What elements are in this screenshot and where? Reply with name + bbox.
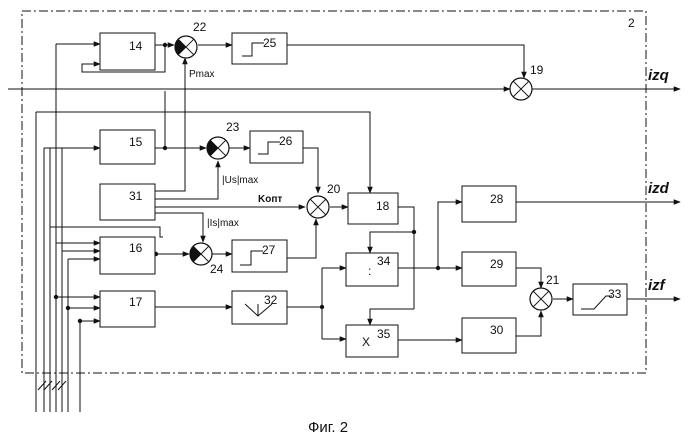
svg-text:X: X	[362, 335, 370, 349]
svg-text:26: 26	[279, 134, 293, 148]
unit-frame-label: 2	[628, 16, 635, 30]
svg-text:31: 31	[129, 189, 143, 203]
svg-text:22: 22	[193, 20, 207, 34]
svg-text:33: 33	[608, 287, 622, 301]
svg-text:19: 19	[530, 63, 544, 77]
figure-caption: Фиг. 2	[308, 419, 348, 436]
svg-text:32: 32	[264, 293, 278, 307]
svg-text:24: 24	[210, 262, 224, 276]
signal-k-opt: Kопт	[258, 194, 282, 205]
svg-text:17: 17	[129, 295, 143, 309]
block-33-limiter: 33	[573, 284, 627, 315]
svg-text:28: 28	[490, 192, 504, 206]
junction-24: 24	[190, 243, 224, 276]
block-28: 28	[462, 186, 516, 222]
block-34-divider: : 34	[346, 253, 398, 286]
svg-text:27: 27	[262, 243, 276, 257]
output-izd: izd	[648, 180, 670, 197]
block-17: 17	[100, 291, 155, 327]
junction-19: 19	[510, 63, 544, 100]
svg-text:20: 20	[327, 182, 341, 196]
svg-text:34: 34	[377, 254, 391, 268]
svg-text:25: 25	[263, 36, 277, 50]
svg-text:30: 30	[490, 323, 504, 337]
block-26-limiter: 26	[250, 131, 303, 163]
block-18: 18	[348, 193, 398, 224]
svg-text::: :	[368, 264, 371, 278]
junction-21: 21	[530, 273, 560, 310]
block-32-function: 32	[232, 291, 287, 324]
svg-text:18: 18	[376, 199, 390, 213]
junction-20: 20	[307, 182, 341, 218]
junction-22: 22	[175, 20, 207, 58]
block-15: 15	[100, 130, 155, 164]
signal-is-max: |Is|max	[207, 218, 239, 229]
output-izq: izq	[648, 67, 669, 84]
block-27-limiter: 27	[232, 240, 287, 272]
block-14: 14	[100, 33, 155, 70]
junction-23: 23	[207, 120, 240, 159]
output-izf: izf	[648, 277, 667, 294]
svg-text:23: 23	[226, 120, 240, 134]
block-25-limiter: 25	[232, 33, 287, 64]
svg-text:35: 35	[377, 327, 391, 341]
signal-p-max: Pmax	[189, 69, 215, 80]
block-16: 16	[100, 237, 155, 274]
signal-us-max: |Us|max	[222, 175, 258, 186]
block-30: 30	[462, 318, 516, 353]
block-35-multiplier: X 35	[346, 325, 398, 357]
svg-text:15: 15	[129, 135, 143, 149]
svg-text:16: 16	[129, 241, 143, 255]
block-29: 29	[462, 252, 516, 286]
svg-text:14: 14	[129, 39, 143, 53]
svg-text:21: 21	[546, 273, 560, 287]
signal-lines	[8, 44, 680, 412]
svg-text:29: 29	[490, 257, 504, 271]
block-31: 31	[100, 184, 155, 220]
